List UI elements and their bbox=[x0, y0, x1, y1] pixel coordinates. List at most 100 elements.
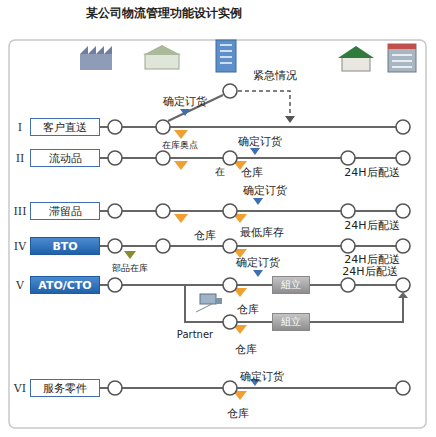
row-numeral: II bbox=[16, 153, 25, 164]
node-text: ATO/CTO bbox=[38, 279, 91, 292]
flow-line bbox=[310, 284, 403, 286]
shop-roof bbox=[338, 46, 374, 58]
order-triangle bbox=[250, 379, 260, 386]
category-box: BTO bbox=[30, 237, 100, 255]
order-arrows bbox=[180, 109, 263, 386]
flow-circle bbox=[108, 381, 122, 395]
flow-circles bbox=[108, 84, 410, 395]
flow-label: 确定订货 bbox=[243, 185, 287, 196]
flow-label: Partner bbox=[177, 330, 213, 340]
flow-label: 在库奥点 bbox=[162, 141, 198, 150]
flow-label: 24H后配送 bbox=[342, 266, 397, 277]
flow-label: 确定订货 bbox=[238, 136, 282, 147]
stock-triangle bbox=[174, 161, 188, 170]
partner-truck bbox=[196, 294, 222, 312]
assembly-box: 組立 bbox=[272, 313, 310, 331]
flow-circle bbox=[108, 151, 122, 165]
flow-circle bbox=[341, 151, 355, 165]
flow-label: 仓库 bbox=[235, 344, 257, 355]
order-triangle bbox=[253, 270, 263, 277]
flow-label: 仓库 bbox=[241, 167, 263, 178]
flow-circle bbox=[341, 239, 355, 253]
warehouse-icon bbox=[143, 45, 181, 69]
flow-connector bbox=[100, 285, 272, 322]
flow-line bbox=[100, 245, 403, 247]
flow-label: 最低库存 bbox=[240, 227, 284, 238]
shop-body bbox=[342, 57, 370, 71]
flow-line bbox=[168, 95, 223, 121]
flow-circle bbox=[108, 278, 122, 292]
office-body bbox=[216, 40, 236, 72]
category-box: 服务零件 bbox=[30, 379, 100, 397]
flow-label: 在 bbox=[215, 167, 225, 177]
flow-label: 紧急情况 bbox=[253, 70, 297, 81]
order-triangle bbox=[180, 109, 190, 116]
arrow-head bbox=[285, 116, 295, 123]
flow-line bbox=[100, 157, 403, 159]
flow-circle bbox=[396, 278, 410, 292]
flow-line bbox=[100, 387, 403, 389]
truck-cab bbox=[216, 298, 222, 304]
order-triangle bbox=[253, 198, 263, 205]
stock-triangles bbox=[174, 130, 247, 400]
flow-circle bbox=[223, 239, 237, 253]
arrow-head bbox=[398, 292, 408, 298]
node-text: 服务零件 bbox=[43, 381, 87, 396]
row-numeral: III bbox=[13, 206, 26, 217]
flow-label: 24H后配送 bbox=[344, 167, 399, 178]
office-icon bbox=[216, 40, 236, 72]
node-text: BTO bbox=[52, 240, 77, 253]
row-numeral: I bbox=[18, 122, 22, 133]
flow-label: 确定订货 bbox=[236, 257, 280, 268]
flow-label: 24H后配送 bbox=[344, 254, 399, 265]
flow-label: 仓库 bbox=[194, 230, 216, 241]
diagram-title: 某公司物流管理功能设计实例 bbox=[86, 5, 242, 22]
node-text: 滞留品 bbox=[49, 204, 82, 219]
flow-circle bbox=[223, 278, 237, 292]
flow-circle bbox=[156, 120, 170, 134]
flow-circle bbox=[341, 204, 355, 218]
parts-triangle bbox=[124, 251, 136, 259]
flow-circle bbox=[108, 239, 122, 253]
flow-label: 确定订货 bbox=[240, 371, 284, 382]
row-numeral: V bbox=[16, 280, 24, 291]
flow-circle bbox=[108, 204, 122, 218]
flow-circle bbox=[223, 151, 237, 165]
flow-circle bbox=[396, 204, 410, 218]
leader-line bbox=[196, 304, 212, 312]
flow-circle bbox=[156, 239, 170, 253]
flow-circle bbox=[396, 239, 410, 253]
flow-circle bbox=[156, 151, 170, 165]
stock-triangle bbox=[174, 214, 188, 223]
node-text: 客户直送 bbox=[43, 120, 87, 135]
flow-circle bbox=[223, 84, 237, 98]
flow-label: 确定订货 bbox=[163, 96, 207, 107]
node-text: 流动品 bbox=[49, 151, 82, 166]
building-icon bbox=[388, 44, 416, 72]
row-numeral: IV bbox=[14, 241, 26, 252]
flow-label: 部品在库 bbox=[112, 264, 148, 273]
category-box: 流动品 bbox=[30, 149, 100, 167]
flow-label: 仓库 bbox=[237, 304, 259, 315]
row-numeral: VI bbox=[14, 383, 26, 394]
flow-circle bbox=[223, 381, 237, 395]
category-box: 滞留品 bbox=[30, 202, 100, 220]
flow-circle bbox=[223, 204, 237, 218]
assembly-box: 組立 bbox=[272, 276, 310, 294]
flow-circle bbox=[341, 278, 355, 292]
flow-lines bbox=[100, 95, 403, 388]
emergency-dashed-line bbox=[238, 91, 290, 118]
building-band bbox=[388, 44, 416, 49]
flow-circle bbox=[108, 120, 122, 134]
frame bbox=[9, 40, 426, 428]
factory-icon bbox=[80, 46, 112, 70]
order-triangle bbox=[250, 148, 260, 155]
flow-circle bbox=[396, 151, 410, 165]
flow-line bbox=[100, 210, 403, 212]
building-windows bbox=[392, 55, 412, 67]
flow-circle bbox=[156, 204, 170, 218]
flow-circle bbox=[396, 381, 410, 395]
